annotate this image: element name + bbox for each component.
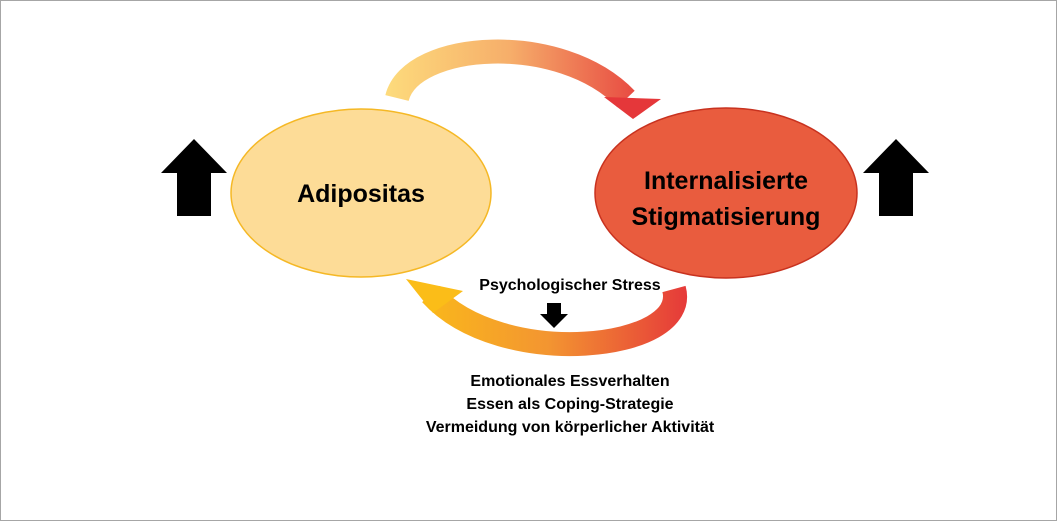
node-label-adipositas: Adipositas [297, 180, 425, 208]
node-adipositas [230, 108, 492, 278]
arrow-adipositas-to-stigma [385, 39, 661, 119]
node-label-stigma-line1: Internalisierte [644, 167, 808, 195]
outcome-item: Essen als Coping-Strategie [466, 396, 673, 413]
mediator-label: Psychologischer Stress [479, 277, 661, 294]
down-arrow-icon [540, 303, 568, 328]
arrow-stigma-to-adipositas [406, 279, 687, 356]
node-label-stigma-line2: Stigmatisierung [632, 203, 821, 231]
node-internalisierte-stigmatisierung [594, 107, 858, 279]
increase-arrow-icon [161, 139, 227, 216]
outcome-item: Emotionales Essverhalten [470, 373, 669, 390]
outcome-item: Vermeidung von körperlicher Aktivität [426, 419, 715, 436]
increase-arrow-icon [863, 139, 929, 216]
